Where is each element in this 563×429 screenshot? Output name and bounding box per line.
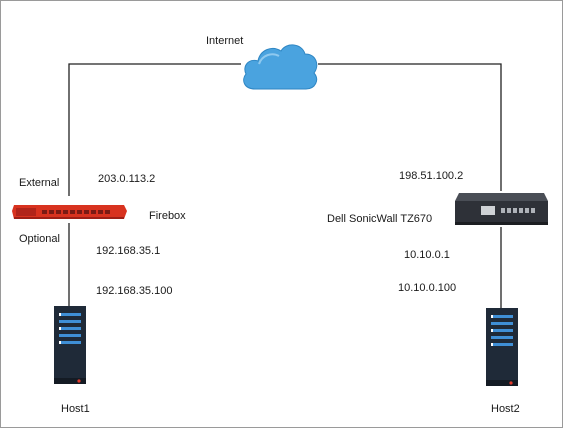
server-drive-bays <box>59 313 81 344</box>
server-indicators <box>59 313 61 344</box>
firebox-chassis <box>12 205 127 219</box>
sonicwall-wan-ip: 198.51.100.2 <box>399 170 464 182</box>
sonicwall-device-icon[interactable] <box>453 191 550 227</box>
server-drive-bays <box>491 315 513 346</box>
sonicwall-top <box>455 193 548 201</box>
host2-ip: 10.10.0.100 <box>398 282 457 294</box>
server-status-led <box>509 381 513 385</box>
firebox-optional-label: Optional <box>19 233 60 245</box>
firebox-name: Firebox <box>149 210 186 222</box>
server-indicators <box>491 315 493 346</box>
firebox-external-ip: 203.0.113.2 <box>98 173 156 185</box>
firebox-front-panel <box>16 208 36 216</box>
cloud-icon <box>243 44 318 90</box>
host1-name: Host1 <box>61 403 90 415</box>
cloud-highlight <box>258 53 280 65</box>
host2-name: Host2 <box>491 403 520 415</box>
host1-server-icon[interactable] <box>53 305 87 385</box>
internet-label: Internet <box>206 35 244 47</box>
sonicwall-base <box>455 222 548 225</box>
host2-server-icon[interactable] <box>485 307 519 387</box>
sonicwall-name: Dell SonicWall TZ670 <box>327 213 433 225</box>
link-firebox-internet <box>68 63 241 196</box>
cloud-shape <box>243 44 318 90</box>
server-base <box>486 380 518 386</box>
server-base <box>54 378 86 384</box>
firebox-device-icon[interactable] <box>12 202 127 222</box>
sonicwall-ports <box>501 208 535 213</box>
firebox-external-label: External <box>19 177 60 189</box>
sonicwall-badge <box>481 206 495 215</box>
firebox-optional-ip: 192.168.35.1 <box>96 245 161 257</box>
link-internet-sonicwall <box>318 63 502 191</box>
firebox-ports <box>42 210 110 214</box>
server-status-led <box>77 379 81 383</box>
firebox-edge <box>14 217 124 219</box>
sonicwall-lan-ip: 10.10.0.1 <box>404 249 450 261</box>
host1-ip: 192.168.35.100 <box>96 285 173 297</box>
